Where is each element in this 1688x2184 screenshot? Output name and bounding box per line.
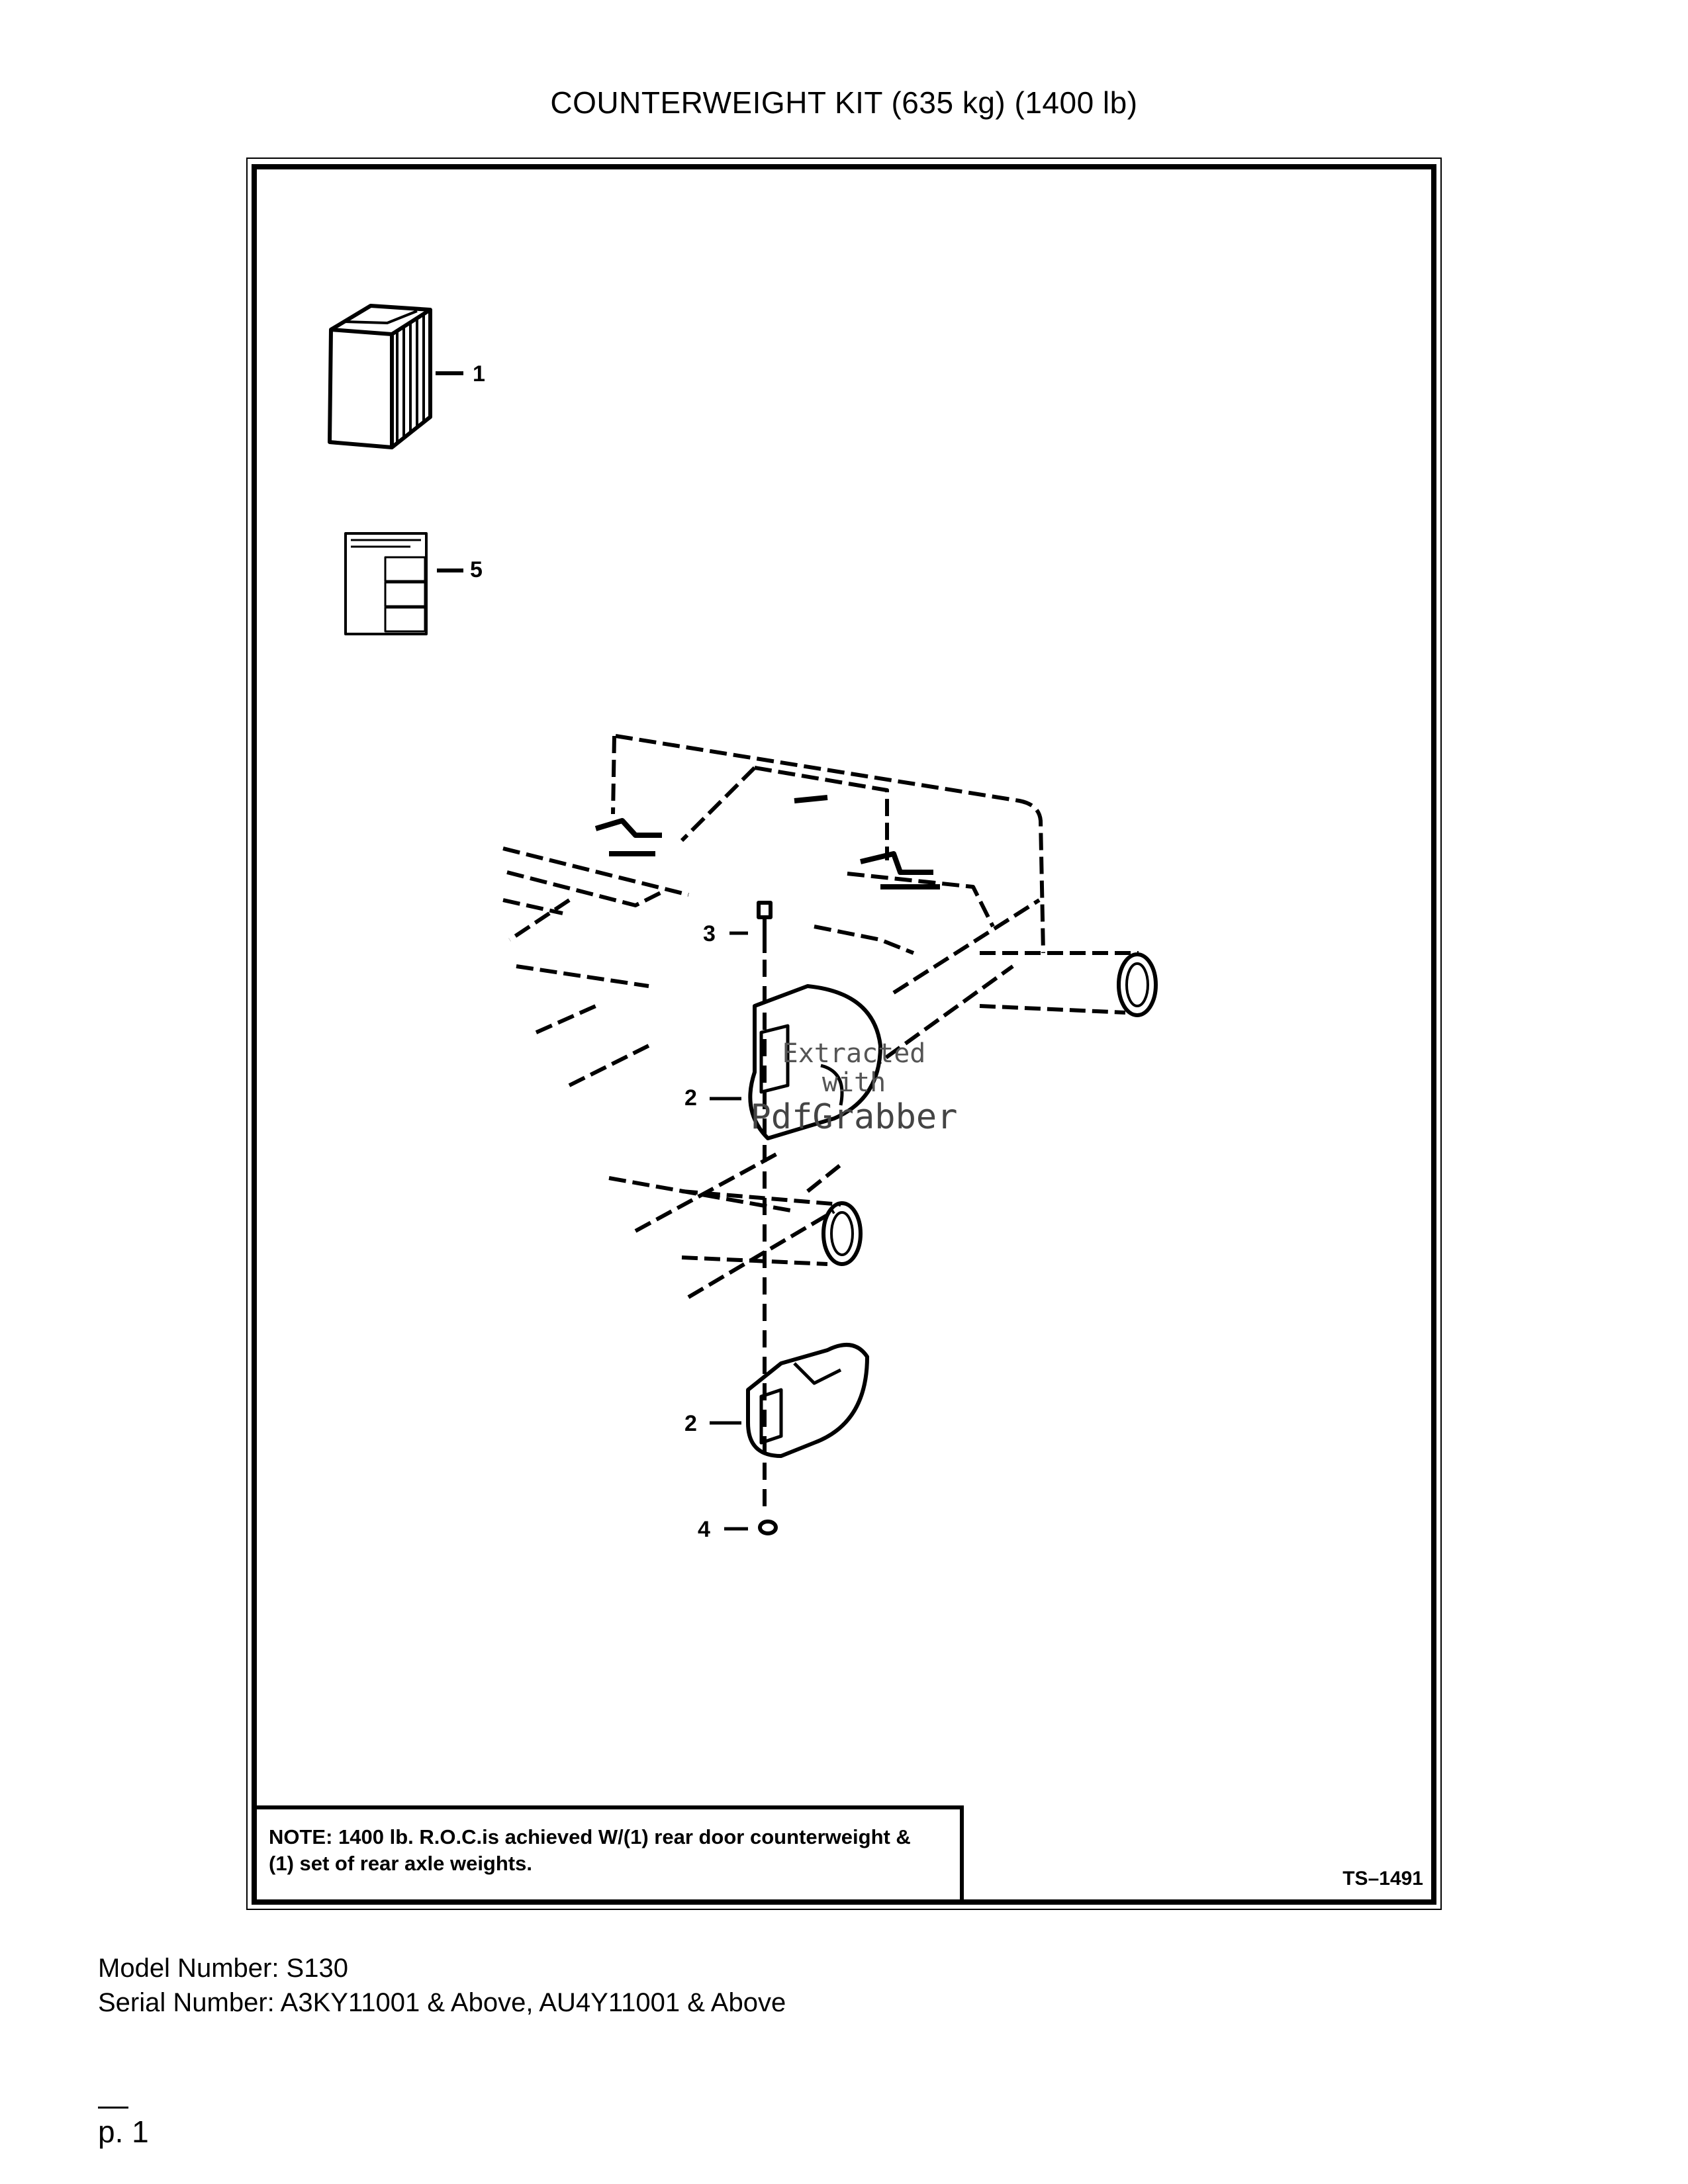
note-text-line2: (1) set of rear axle weights. [269,1852,532,1875]
nut-part [758,1520,778,1535]
upper-axle-weight-part [748,984,882,1140]
model-number: Model Number: S130 [98,1954,348,1983]
machine-frame-dashed [502,734,1045,1299]
watermark-line3: PdfGrabber [750,1097,958,1137]
lower-axle-weight-part [746,1343,869,1458]
diagram-outer-frame [246,158,1442,1910]
serial-number: Serial Number: A3KY11001 & Above, AU4Y11… [98,1988,786,2017]
callout-4: 4 [698,1517,710,1542]
callout-2-upper: 2 [684,1085,697,1111]
note-box: NOTE: 1400 lb. R.O.C.is achieved W/(1) r… [252,1805,964,1905]
diagram-inner-frame [252,164,1436,1905]
bolt-part [757,901,773,953]
page-title: COUNTERWEIGHT KIT (635 kg) (1400 lb) [550,85,1138,120]
note-text-line1: 1400 lb. R.O.C.is achieved W/(1) rear do… [338,1825,911,1848]
figure-id: TS–1491 [1342,1868,1423,1889]
callout-5: 5 [470,557,483,582]
counterweight-block-part [328,304,463,449]
callout-2-lower: 2 [684,1411,697,1436]
footer-rule [98,2107,128,2109]
upper-axle-tube [979,951,1158,1017]
callout-leaders [710,931,748,1531]
watermark-line2: with [821,1068,886,1098]
decal-sheet-part [344,532,463,635]
page-number: p. 1 [98,2115,149,2149]
pdfgrabber-watermark: Extracted with PdfGrabber [735,1039,973,1137]
watermark-line1: Extracted [782,1038,926,1069]
note-label: NOTE: [269,1825,333,1848]
callout-1: 1 [473,361,485,387]
callout-3: 3 [703,921,716,946]
lower-axle-tube [681,1189,863,1266]
frame-brackets [594,795,940,889]
